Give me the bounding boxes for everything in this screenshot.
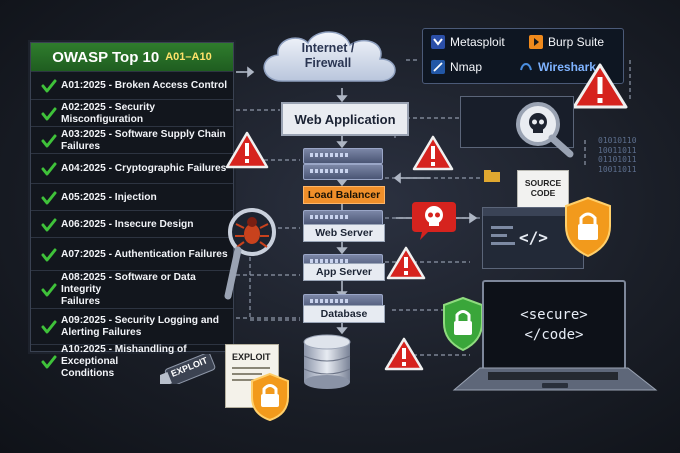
lock-shield-icon [443,296,483,352]
folder-icon [484,170,500,182]
laptop-keyboard [452,367,658,391]
database-label: Database [303,305,385,323]
owasp-title: OWASP Top 10 [52,48,160,66]
magnifier-skull-icon [516,102,574,158]
internet-firewall-cloud: Internet / Firewall [252,25,404,87]
owasp-item-text: A01:2025 - Broken Access Control [61,80,228,91]
owasp-panel-header: OWASP Top 10 A01–A10 [31,43,233,72]
warning-icon [572,63,628,109]
exploit-doc-label: EXPLOIT [232,352,271,362]
source-doc-line1: SOURCE [524,178,562,188]
burp-suite-icon [529,35,543,49]
skull-icon [412,202,456,240]
checkmark-icon [41,191,57,204]
metasploit-icon [431,35,445,49]
owasp-item-text: A03:2025 - Software Supply Chain Failure… [61,128,226,152]
database-icon [303,334,351,389]
tool-metasploit: Metasploit [431,35,505,49]
cloud-icon [263,31,396,82]
checkmark-icon [41,134,57,147]
owasp-item-text: A06:2025 - Insecure Design [61,218,194,230]
owasp-list-item: A04:2025 - Cryptographic Failures [31,153,233,184]
checkmark-icon [41,79,57,93]
app-server-label: App Server [303,263,385,281]
warning-icon [386,246,426,280]
owasp-list-item: A06:2025 - Insecure Design [31,210,233,238]
secure-line1: <secure> [520,307,588,323]
secure-line2: </code> [524,327,584,343]
warning-icon [412,135,454,171]
owasp-list-item: A01:2025 - Broken Access Control [31,71,233,100]
cloud-line1: Internet / [301,41,355,55]
source-doc-line2: CODE [530,188,556,198]
owasp-item-text: A07:2025 - Authentication Failures [61,248,228,260]
checkmark-icon [41,218,57,231]
owasp-item-text: A02:2025 - Security Misconfiguration [61,101,156,125]
checkmark-icon [41,320,57,334]
owasp-item-text: A04:2025 - Cryptographic Failures [61,163,227,174]
owasp-top10-panel: OWASP Top 10 A01–A10 A01:2025 - Broken A… [30,42,234,379]
tool-burp-suite: Burp Suite [529,35,604,49]
tool-wireshark: Wireshark [519,60,596,74]
owasp-list-item: A05:2025 - Injection [31,183,233,211]
security-tools-box: Metasploit Burp Suite Nmap Wireshark [422,28,624,84]
load-balancer-label: Load Balancer [303,186,385,204]
lock-shield-icon [251,372,289,422]
laptop-icon: <secure> </code> [482,280,626,370]
server-icon [303,148,383,164]
usb-drive-icon: EXPLOIT [160,354,222,384]
checkmark-icon [41,107,57,120]
nmap-icon [431,60,445,74]
owasp-list-item: A07:2025 - Authentication Failures [31,237,233,271]
checkmark-icon [41,162,57,176]
binary-text: 01010110 10011011 01101011 10011011 [598,136,637,174]
checkmark-icon [41,355,57,369]
lock-shield-icon [565,196,611,258]
server-icon [303,164,383,180]
owasp-list-item: A02:2025 - Security Misconfiguration [31,99,233,127]
web-server-label: Web Server [303,224,385,242]
checkmark-icon [41,248,57,261]
bug-magnifier-icon [224,208,276,300]
warning-icon [384,337,424,371]
web-application-box: Web Application [281,102,409,136]
cloud-line2: Firewall [304,56,352,70]
tool-nmap: Nmap [431,60,482,74]
owasp-subtitle: A01–A10 [165,51,212,63]
wireshark-icon [520,63,532,71]
code-tag: </> [519,228,548,247]
checkmark-icon [41,283,57,297]
owasp-item-text: A05:2025 - Injection [61,191,157,203]
owasp-list-item: A03:2025 - Software Supply Chain Failure… [31,126,233,154]
warning-icon [225,131,269,169]
